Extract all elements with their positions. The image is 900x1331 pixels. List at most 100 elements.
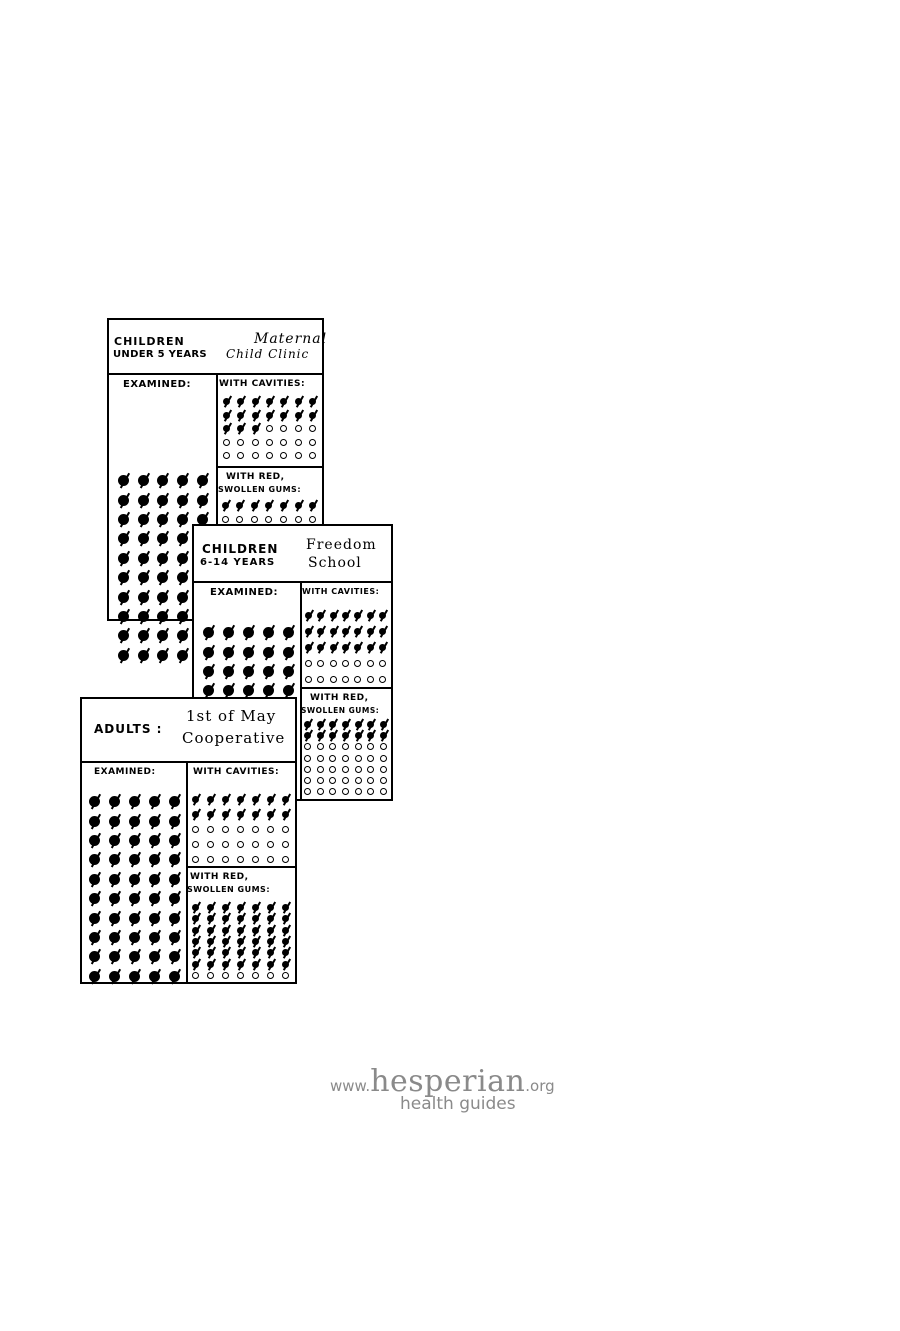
tooth-marked-icon <box>137 630 149 642</box>
tooth-marked-icon <box>367 732 375 740</box>
tooth-healthy-icon <box>380 743 388 751</box>
tooth-marked-icon <box>222 627 234 639</box>
tooth-marked-icon <box>148 931 160 943</box>
tooth-marked-icon <box>379 611 387 619</box>
tooth-marked-icon <box>222 398 230 406</box>
gums-section: WITH RED, SWOLLEN GUMS: <box>216 468 322 619</box>
tooth-healthy-icon <box>237 438 245 446</box>
tooth-marked-icon <box>88 815 100 827</box>
tooth-marked-icon <box>196 475 208 487</box>
gums-grid <box>301 719 390 797</box>
tooth-marked-icon <box>128 854 140 866</box>
tooth-marked-icon <box>250 501 258 509</box>
tooth-marked-icon <box>148 873 160 885</box>
tooth-healthy-icon <box>207 826 214 833</box>
tooth-healthy-icon <box>309 438 317 446</box>
card-header: CHILDREN UNDER 5 YEARS Maternal Child Cl… <box>109 320 326 375</box>
tooth-marked-icon <box>282 904 289 912</box>
tooth-marked-icon <box>237 398 245 406</box>
tooth-marked-icon <box>192 904 199 912</box>
tooth-marked-icon <box>304 611 312 619</box>
tooth-healthy-icon <box>207 856 214 863</box>
tooth-healthy-icon <box>354 754 362 762</box>
tooth-marked-icon <box>222 949 229 957</box>
tooth-healthy-icon <box>309 425 317 433</box>
tooth-marked-icon <box>88 834 100 846</box>
tooth-healthy-icon <box>304 675 312 683</box>
tooth-healthy-icon <box>250 515 258 523</box>
tooth-marked-icon <box>252 960 259 968</box>
tooth-marked-icon <box>304 643 312 651</box>
tooth-healthy-icon <box>252 826 259 833</box>
tooth-marked-icon <box>108 815 120 827</box>
cavities-label: WITH CAVITIES: <box>193 767 280 777</box>
tooth-marked-icon <box>168 834 180 846</box>
tooth-marked-icon <box>128 873 140 885</box>
tooth-marked-icon <box>222 796 229 803</box>
tooth-marked-icon <box>354 721 362 729</box>
tooth-marked-icon <box>137 649 149 661</box>
tooth-marked-icon <box>177 572 189 584</box>
tooth-marked-icon <box>128 970 140 982</box>
tooth-healthy-icon <box>367 777 375 785</box>
tooth-marked-icon <box>118 630 130 642</box>
tooth-healthy-icon <box>303 788 311 796</box>
tooth-marked-icon <box>108 893 120 905</box>
cavities-section: WITH CAVITIES: <box>186 761 295 868</box>
tooth-marked-icon <box>148 796 160 808</box>
tooth-marked-icon <box>108 834 120 846</box>
cavities-grid <box>219 395 320 463</box>
tooth-healthy-icon <box>252 856 259 863</box>
logo-brand: hesperian <box>370 1064 526 1099</box>
tooth-marked-icon <box>354 643 362 651</box>
tooth-marked-icon <box>137 552 149 564</box>
tooth-marked-icon <box>118 552 130 564</box>
tooth-healthy-icon <box>354 743 362 751</box>
tooth-marked-icon <box>280 411 288 419</box>
tooth-healthy-icon <box>379 675 387 683</box>
tooth-marked-icon <box>354 732 362 740</box>
tooth-healthy-icon <box>294 438 302 446</box>
tooth-healthy-icon <box>265 515 273 523</box>
tooth-marked-icon <box>88 931 100 943</box>
tooth-marked-icon <box>252 949 259 957</box>
tooth-marked-icon <box>177 610 189 622</box>
tooth-marked-icon <box>380 721 388 729</box>
tooth-marked-icon <box>177 591 189 603</box>
tooth-marked-icon <box>317 611 325 619</box>
tooth-healthy-icon <box>222 856 229 863</box>
gums-section: WITH RED, SWOLLEN GUMS: <box>186 868 295 982</box>
tooth-marked-icon <box>118 475 130 487</box>
tooth-marked-icon <box>316 732 324 740</box>
tooth-marked-icon <box>192 949 199 957</box>
tooth-marked-icon <box>128 815 140 827</box>
tooth-healthy-icon <box>303 754 311 762</box>
tooth-healthy-icon <box>237 826 244 833</box>
tooth-marked-icon <box>303 732 311 740</box>
hesperian-logo[interactable]: www.hesperian.org health guides <box>330 1064 555 1114</box>
tooth-marked-icon <box>192 811 199 818</box>
tooth-healthy-icon <box>329 659 337 667</box>
tooth-marked-icon <box>252 796 259 803</box>
tooth-marked-icon <box>157 610 169 622</box>
group-label-line2: UNDER 5 YEARS <box>113 349 207 360</box>
tooth-healthy-icon <box>379 659 387 667</box>
group-label-line2: 6-14 YEARS <box>200 557 276 568</box>
tooth-marked-icon <box>222 904 229 912</box>
tooth-marked-icon <box>137 572 149 584</box>
tooth-marked-icon <box>282 938 289 946</box>
tooth-marked-icon <box>157 591 169 603</box>
tooth-healthy-icon <box>329 743 337 751</box>
tooth-healthy-icon <box>280 425 288 433</box>
cavities-section: WITH CAVITIES: <box>216 373 322 468</box>
tooth-marked-icon <box>317 627 325 635</box>
tooth-marked-icon <box>262 627 274 639</box>
tooth-marked-icon <box>157 572 169 584</box>
tooth-healthy-icon <box>303 743 311 751</box>
tooth-marked-icon <box>207 915 214 923</box>
card-children-under-5: CHILDREN UNDER 5 YEARS Maternal Child Cl… <box>107 318 326 661</box>
tooth-marked-icon <box>282 960 289 968</box>
tooth-marked-icon <box>329 643 337 651</box>
tooth-healthy-icon <box>316 754 324 762</box>
tooth-marked-icon <box>309 398 317 406</box>
